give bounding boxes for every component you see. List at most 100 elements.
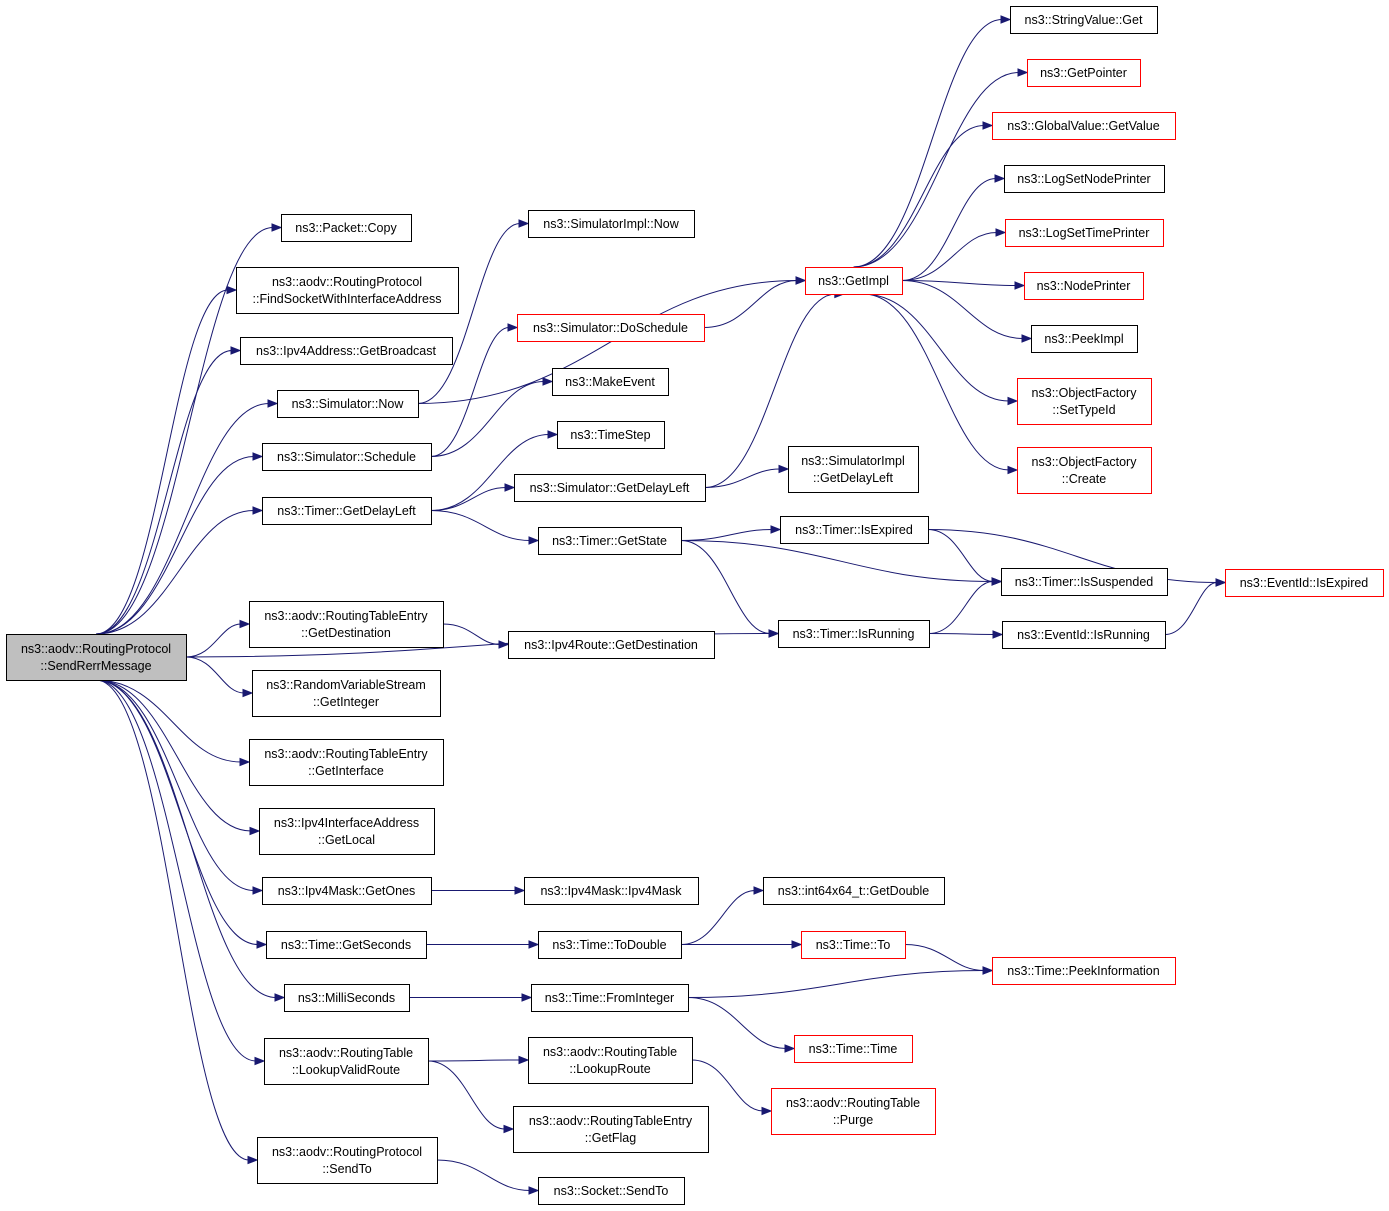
call-edge [680, 529, 773, 541]
arrowhead [267, 399, 279, 408]
node-timer-isexpired[interactable]: ns3::Timer::IsExpired [780, 516, 929, 544]
node-of-create[interactable]: ns3::ObjectFactory::Create [1017, 447, 1152, 494]
call-edge [853, 125, 985, 268]
node-label: ns3::Simulator::Now [292, 397, 405, 411]
node-timer-isrunning[interactable]: ns3::Timer::IsRunning [778, 620, 930, 648]
node-rte-getif[interactable]: ns3::aodv::RoutingTableEntry::GetInterfa… [249, 739, 444, 786]
node-label: ns3::ObjectFactory [1032, 386, 1138, 400]
arrowhead [791, 940, 803, 949]
node-label: ns3::Ipv4Mask::GetOnes [278, 884, 416, 898]
node-sim-schedule[interactable]: ns3::Simulator::Schedule [262, 443, 432, 471]
node-ifaddr-getlocal[interactable]: ns3::Ipv4InterfaceAddress::GetLocal [259, 808, 435, 855]
node-label: ns3::SimulatorImpl [801, 454, 905, 468]
node-label: ns3::aodv::RoutingTableEntry [529, 1114, 693, 1128]
node-label: ns3::Timer::GetDelayLeft [277, 504, 416, 518]
node-rte-getflag[interactable]: ns3::aodv::RoutingTableEntry::GetFlag [513, 1106, 709, 1153]
node-packet-copy[interactable]: ns3::Packet::Copy [281, 214, 412, 242]
node-label: ::GetDelayLeft [813, 471, 893, 485]
node-getpointer[interactable]: ns3::GetPointer [1027, 59, 1141, 87]
call-edge [430, 381, 545, 457]
node-time-peekinfo[interactable]: ns3::Time::PeekInformation [992, 957, 1176, 985]
node-sim-dosched[interactable]: ns3::Simulator::DoSchedule [517, 314, 705, 342]
node-box [1225, 569, 1384, 597]
node-box [277, 390, 419, 418]
call-edge [185, 623, 242, 658]
node-socket-sendto[interactable]: ns3::Socket::SendTo [538, 1177, 685, 1205]
node-label: ns3::Ipv4InterfaceAddress [274, 816, 419, 830]
node-time-time[interactable]: ns3::Time::Time [794, 1035, 913, 1063]
node-box [1027, 59, 1141, 87]
node-mask-getones[interactable]: ns3::Ipv4Mask::GetOnes [262, 877, 432, 905]
call-edge [703, 280, 798, 328]
nodes-layer: ns3::aodv::RoutingProtocol::SendRerrMess… [6, 6, 1384, 1205]
call-edge [901, 232, 998, 281]
call-edge [928, 581, 994, 634]
node-simimpl-getdelay[interactable]: ns3::SimulatorImpl::GetDelayLeft [788, 446, 919, 493]
call-edge [185, 656, 245, 694]
node-gv-getvalue[interactable]: ns3::GlobalValue::GetValue [992, 112, 1176, 140]
node-label: ns3::Time::FromInteger [545, 991, 674, 1005]
node-millisec[interactable]: ns3::MilliSeconds [284, 984, 410, 1012]
node-strval-get[interactable]: ns3::StringValue::Get [1010, 6, 1158, 34]
node-label: ::LookupRoute [569, 1062, 650, 1076]
call-edge [691, 1059, 764, 1112]
node-sim-now[interactable]: ns3::Simulator::Now [277, 390, 419, 418]
node-box [801, 931, 906, 959]
node-label: ns3::Timer::IsExpired [795, 523, 913, 537]
node-peekimpl[interactable]: ns3::PeekImpl [1031, 325, 1138, 353]
node-label: ns3::Packet::Copy [295, 221, 397, 235]
node-time-fromint[interactable]: ns3::Time::FromInteger [531, 984, 689, 1012]
arrowhead [249, 826, 261, 836]
node-getimpl[interactable]: ns3::GetImpl [805, 267, 903, 295]
node-of-settypeid[interactable]: ns3::ObjectFactory::SetTypeId [1017, 378, 1152, 425]
node-label: ::GetLocal [318, 833, 375, 847]
node-timer-getdelay[interactable]: ns3::Timer::GetDelayLeft [262, 497, 432, 525]
node-box [538, 527, 682, 555]
node-rt-purge[interactable]: ns3::aodv::RoutingTable::Purge [771, 1088, 936, 1135]
node-timer-issusp[interactable]: ns3::Timer::IsSuspended [1001, 568, 1168, 596]
node-ipv4route-getdest[interactable]: ns3::Ipv4Route::GetDestination [508, 631, 715, 659]
node-rt-lookupvalid[interactable]: ns3::aodv::RoutingTable::LookupValidRout… [264, 1038, 429, 1085]
node-nodeprinter[interactable]: ns3::NodePrinter [1024, 272, 1144, 300]
arrowhead [982, 966, 994, 975]
node-box [557, 421, 665, 449]
node-rp-sendto[interactable]: ns3::aodv::RoutingProtocol::SendTo [257, 1137, 438, 1184]
call-edge [436, 1159, 531, 1191]
node-timer-getstate[interactable]: ns3::Timer::GetState [538, 527, 682, 555]
node-timestep[interactable]: ns3::TimeStep [557, 421, 665, 449]
node-label: ns3::Simulator::GetDelayLeft [530, 481, 690, 495]
arrowhead [271, 223, 283, 232]
node-lognodeprinter[interactable]: ns3::LogSetNodePrinter [1004, 165, 1165, 193]
arrowhead [256, 940, 268, 949]
node-box [528, 210, 695, 238]
node-box [780, 516, 929, 544]
node-time-getsec[interactable]: ns3::Time::GetSeconds [266, 931, 427, 959]
node-eventid-isexpired[interactable]: ns3::EventId::IsExpired [1225, 569, 1384, 597]
node-time-todouble[interactable]: ns3::Time::ToDouble [538, 931, 682, 959]
node-box [552, 368, 669, 396]
node-label: ns3::LogSetTimePrinter [1019, 226, 1150, 240]
node-logtimeprinter[interactable]: ns3::LogSetTimePrinter [1005, 219, 1164, 247]
node-eventid-isrunning[interactable]: ns3::EventId::IsRunning [1002, 621, 1166, 649]
arrowhead [498, 640, 510, 649]
node-find-socket[interactable]: ns3::aodv::RoutingProtocol::FindSocketWi… [236, 267, 459, 314]
node-label: ns3::Timer::IsRunning [793, 627, 915, 641]
node-makeevent[interactable]: ns3::MakeEvent [552, 368, 669, 396]
call-edge [95, 510, 255, 635]
node-int64-getdouble[interactable]: ns3::int64x64_t::GetDouble [763, 877, 945, 905]
call-edge [427, 1059, 521, 1062]
call-edge [1164, 582, 1218, 635]
node-mask-ctor[interactable]: ns3::Ipv4Mask::Ipv4Mask [524, 877, 699, 905]
arrowhead [761, 1106, 773, 1116]
node-sim-getdelay[interactable]: ns3::Simulator::GetDelayLeft [514, 474, 706, 502]
node-root[interactable]: ns3::aodv::RoutingProtocol::SendRerrMess… [6, 634, 187, 681]
node-rte-getdest[interactable]: ns3::aodv::RoutingTableEntry::GetDestina… [249, 601, 444, 648]
node-rvs-getint[interactable]: ns3::RandomVariableStream::GetInteger [252, 670, 441, 717]
node-box [794, 1035, 913, 1063]
node-ipv4-bcast[interactable]: ns3::Ipv4Address::GetBroadcast [240, 337, 453, 365]
node-rt-lookup[interactable]: ns3::aodv::RoutingTable::LookupRoute [528, 1037, 693, 1084]
node-label: ns3::MakeEvent [565, 375, 655, 389]
node-simimpl-now[interactable]: ns3::SimulatorImpl::Now [528, 210, 695, 238]
node-time-to[interactable]: ns3::Time::To [801, 931, 906, 959]
node-label: ::GetDestination [301, 626, 391, 640]
